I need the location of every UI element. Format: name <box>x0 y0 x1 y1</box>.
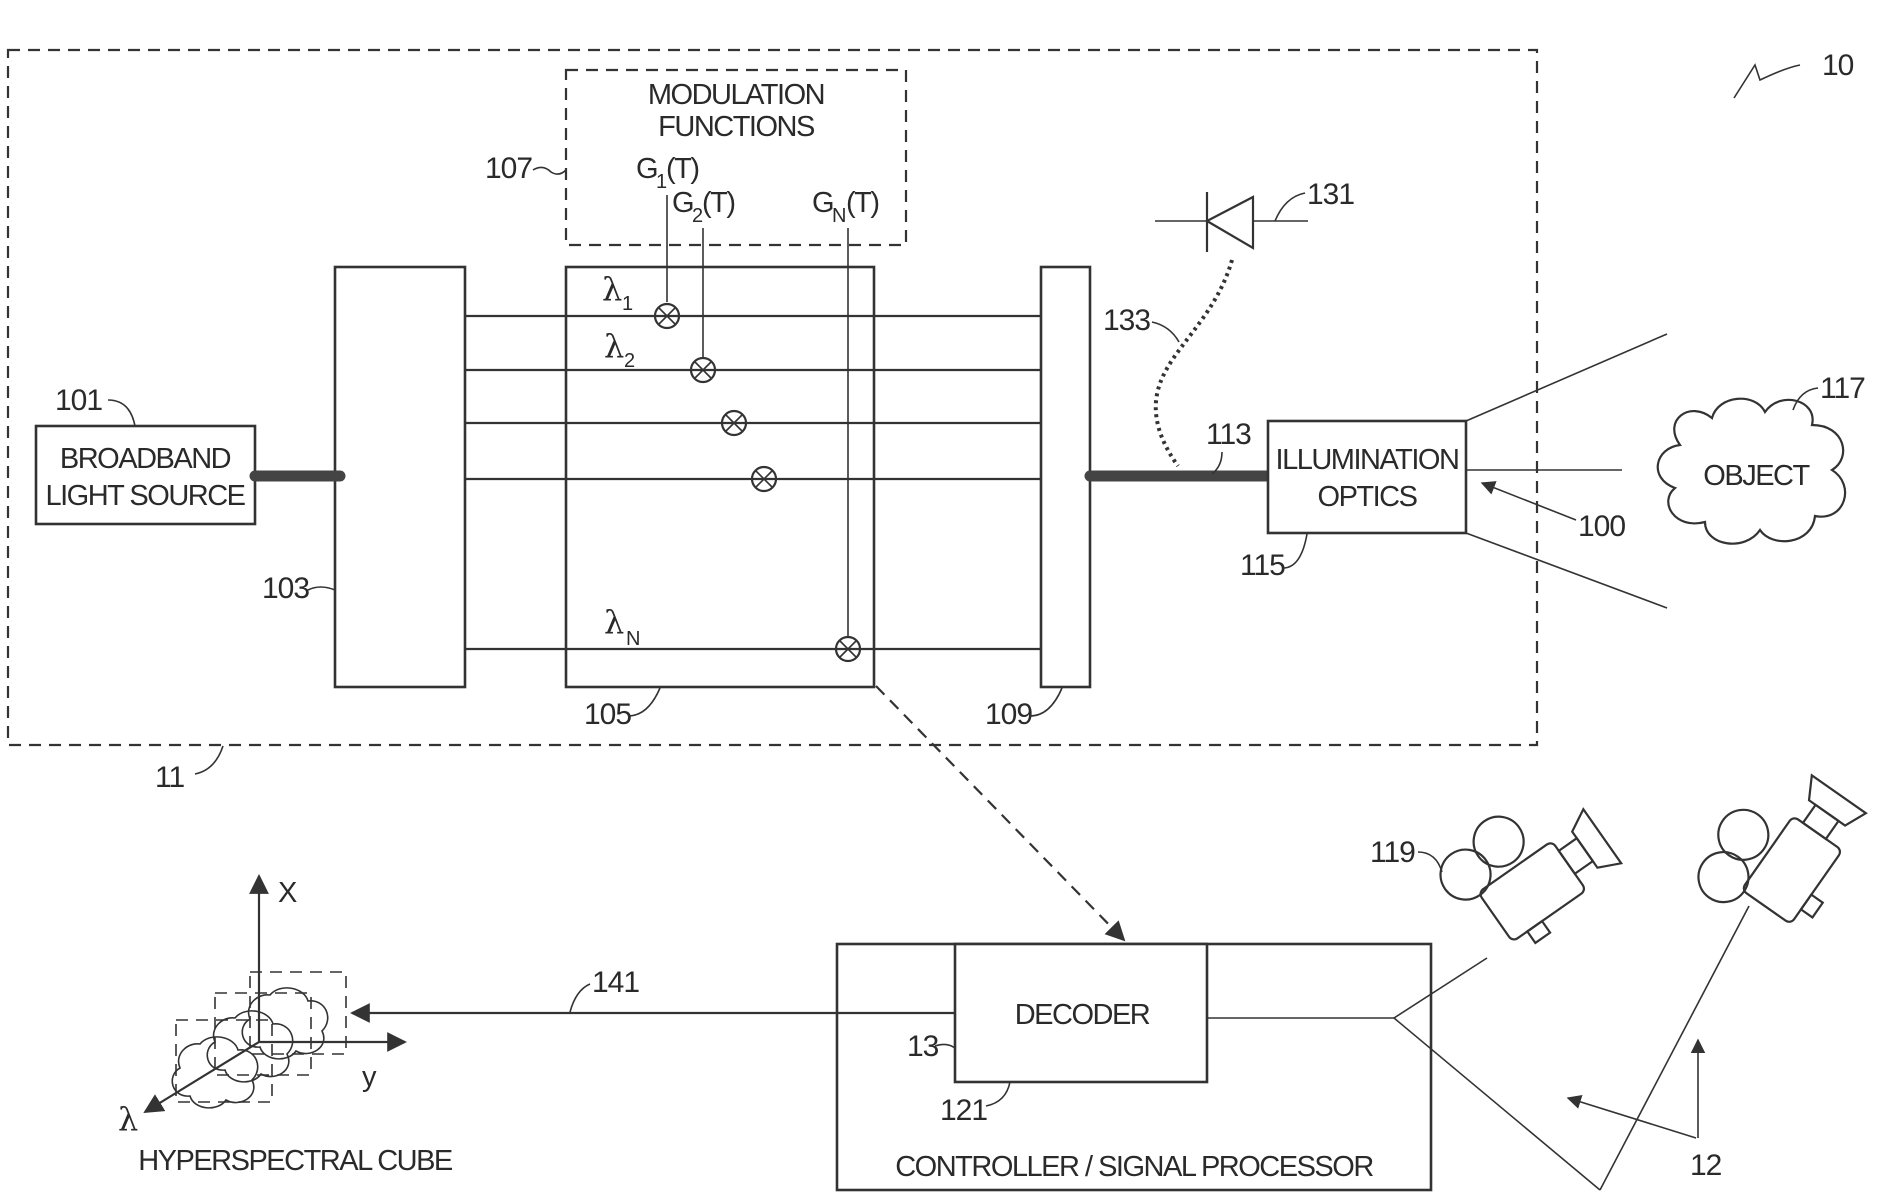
leader-119 <box>1418 852 1442 872</box>
ref-117: 117 <box>1820 372 1865 405</box>
ref-115: 115 <box>1240 549 1285 582</box>
ref-10: 10 <box>1822 49 1854 82</box>
ref-119: 119 <box>1370 836 1415 869</box>
leader-109 <box>1030 688 1062 716</box>
svg-text:λ: λ <box>604 327 624 365</box>
svg-text:(T): (T) <box>666 153 699 185</box>
demultiplexer-block <box>335 267 465 687</box>
wavelength-label-2: λ 2 <box>604 327 635 372</box>
multiplexer-block <box>1041 267 1090 687</box>
decoder-label: DECODER <box>1015 999 1150 1031</box>
illumination-beam <box>1466 334 1667 608</box>
modulation-functions-line2: FUNCTIONS <box>658 111 815 143</box>
ref-12: 12 <box>1690 1149 1722 1182</box>
svg-text:λ: λ <box>604 603 624 641</box>
controller-label: CONTROLLER / SIGNAL PROCESSOR <box>895 1151 1373 1183</box>
ref-100: 100 <box>1578 510 1625 543</box>
modulators <box>655 304 860 661</box>
function-g2: G 2 (T) <box>672 187 735 227</box>
svg-text:G: G <box>636 153 657 185</box>
ref-11: 11 <box>155 761 184 794</box>
ref-121: 121 <box>940 1094 987 1127</box>
leader-115 <box>1283 534 1307 568</box>
ref-131: 131 <box>1307 178 1354 211</box>
svg-text:(T): (T) <box>702 187 735 219</box>
illumination-optics-line2: OPTICS <box>1318 481 1418 513</box>
leader-131 <box>1275 193 1305 221</box>
ref-107: 107 <box>485 152 532 185</box>
ref-133: 133 <box>1103 304 1150 337</box>
ref-113: 113 <box>1206 418 1251 451</box>
axis-lambda-label: λ <box>118 1100 138 1138</box>
svg-text:λ: λ <box>602 270 622 308</box>
object-label: OBJECT <box>1703 460 1810 492</box>
illumination-module-boundary <box>8 50 1537 745</box>
svg-text:G: G <box>672 187 693 219</box>
camera-icon <box>1682 748 1879 952</box>
leader-133 <box>1152 322 1179 342</box>
svg-text:G: G <box>812 187 833 219</box>
leader-121 <box>986 1082 1010 1106</box>
leader-101 <box>108 400 135 426</box>
leader-100 <box>1482 483 1576 520</box>
camera-feed-lines <box>1207 906 1749 1190</box>
svg-text:(T): (T) <box>846 187 879 219</box>
svg-text:N: N <box>832 205 845 227</box>
leader-103 <box>308 587 335 590</box>
leader-141 <box>570 984 590 1012</box>
light-source-line1: BROADBAND <box>60 443 231 475</box>
wavelength-label-1: λ 1 <box>602 270 633 315</box>
leader-107 <box>533 167 566 174</box>
ref-103: 103 <box>262 572 309 605</box>
ref-105: 105 <box>584 698 631 731</box>
leader-10 <box>1734 65 1800 98</box>
svg-text:1: 1 <box>622 293 633 315</box>
wavelength-label-n: λ N <box>604 603 639 650</box>
ref-109: 109 <box>985 698 1032 731</box>
leader-105 <box>628 688 660 716</box>
ref-13: 13 <box>907 1030 939 1063</box>
ref-141: 141 <box>592 966 639 999</box>
leader-11 <box>195 746 223 774</box>
illumination-optics-line1: ILLUMINATION <box>1276 444 1459 476</box>
svg-text:2: 2 <box>624 350 635 372</box>
light-source-line2: LIGHT SOURCE <box>45 480 245 512</box>
hyperspectral-cube-label: HYPERSPECTRAL CUBE <box>138 1145 453 1177</box>
axis-y-label: y <box>362 1061 377 1093</box>
camera-icon <box>1426 771 1630 968</box>
function-gn: G N (T) <box>812 187 879 227</box>
axis-x-label: X <box>278 877 297 909</box>
svg-text:N: N <box>626 628 639 650</box>
ref-101: 101 <box>55 384 102 417</box>
illumination-optics-block <box>1268 421 1466 533</box>
photodiode-icon <box>1155 192 1308 252</box>
leader-12-a <box>1568 1098 1696 1138</box>
modulation-functions-line1: MODULATION <box>648 79 824 111</box>
